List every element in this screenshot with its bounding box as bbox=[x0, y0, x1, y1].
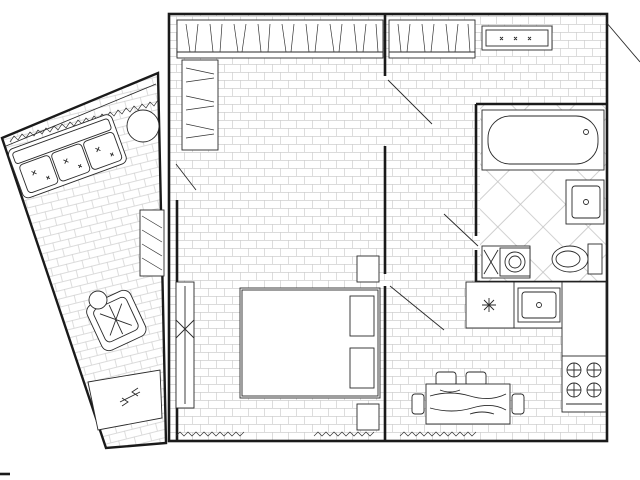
sofa bbox=[8, 114, 127, 199]
toilet bbox=[551, 243, 603, 275]
side-stool bbox=[88, 290, 108, 310]
bed bbox=[239, 287, 381, 399]
bathtub bbox=[481, 109, 605, 171]
round-table bbox=[126, 109, 160, 143]
shelf-left bbox=[175, 281, 195, 409]
dining-table bbox=[411, 371, 525, 425]
wardrobe-top bbox=[176, 19, 476, 59]
wall-niche bbox=[481, 25, 553, 51]
balcony-window bbox=[139, 209, 165, 277]
washing-machine bbox=[481, 245, 531, 279]
nightstand-bottom bbox=[356, 403, 380, 431]
nightstand-top bbox=[356, 255, 380, 283]
sink-bathroom bbox=[565, 179, 605, 225]
radiators bbox=[175, 431, 477, 437]
door-swings bbox=[175, 21, 640, 331]
wardrobe-left bbox=[181, 59, 219, 151]
stove bbox=[561, 355, 607, 413]
kitchen-counter bbox=[465, 281, 607, 359]
